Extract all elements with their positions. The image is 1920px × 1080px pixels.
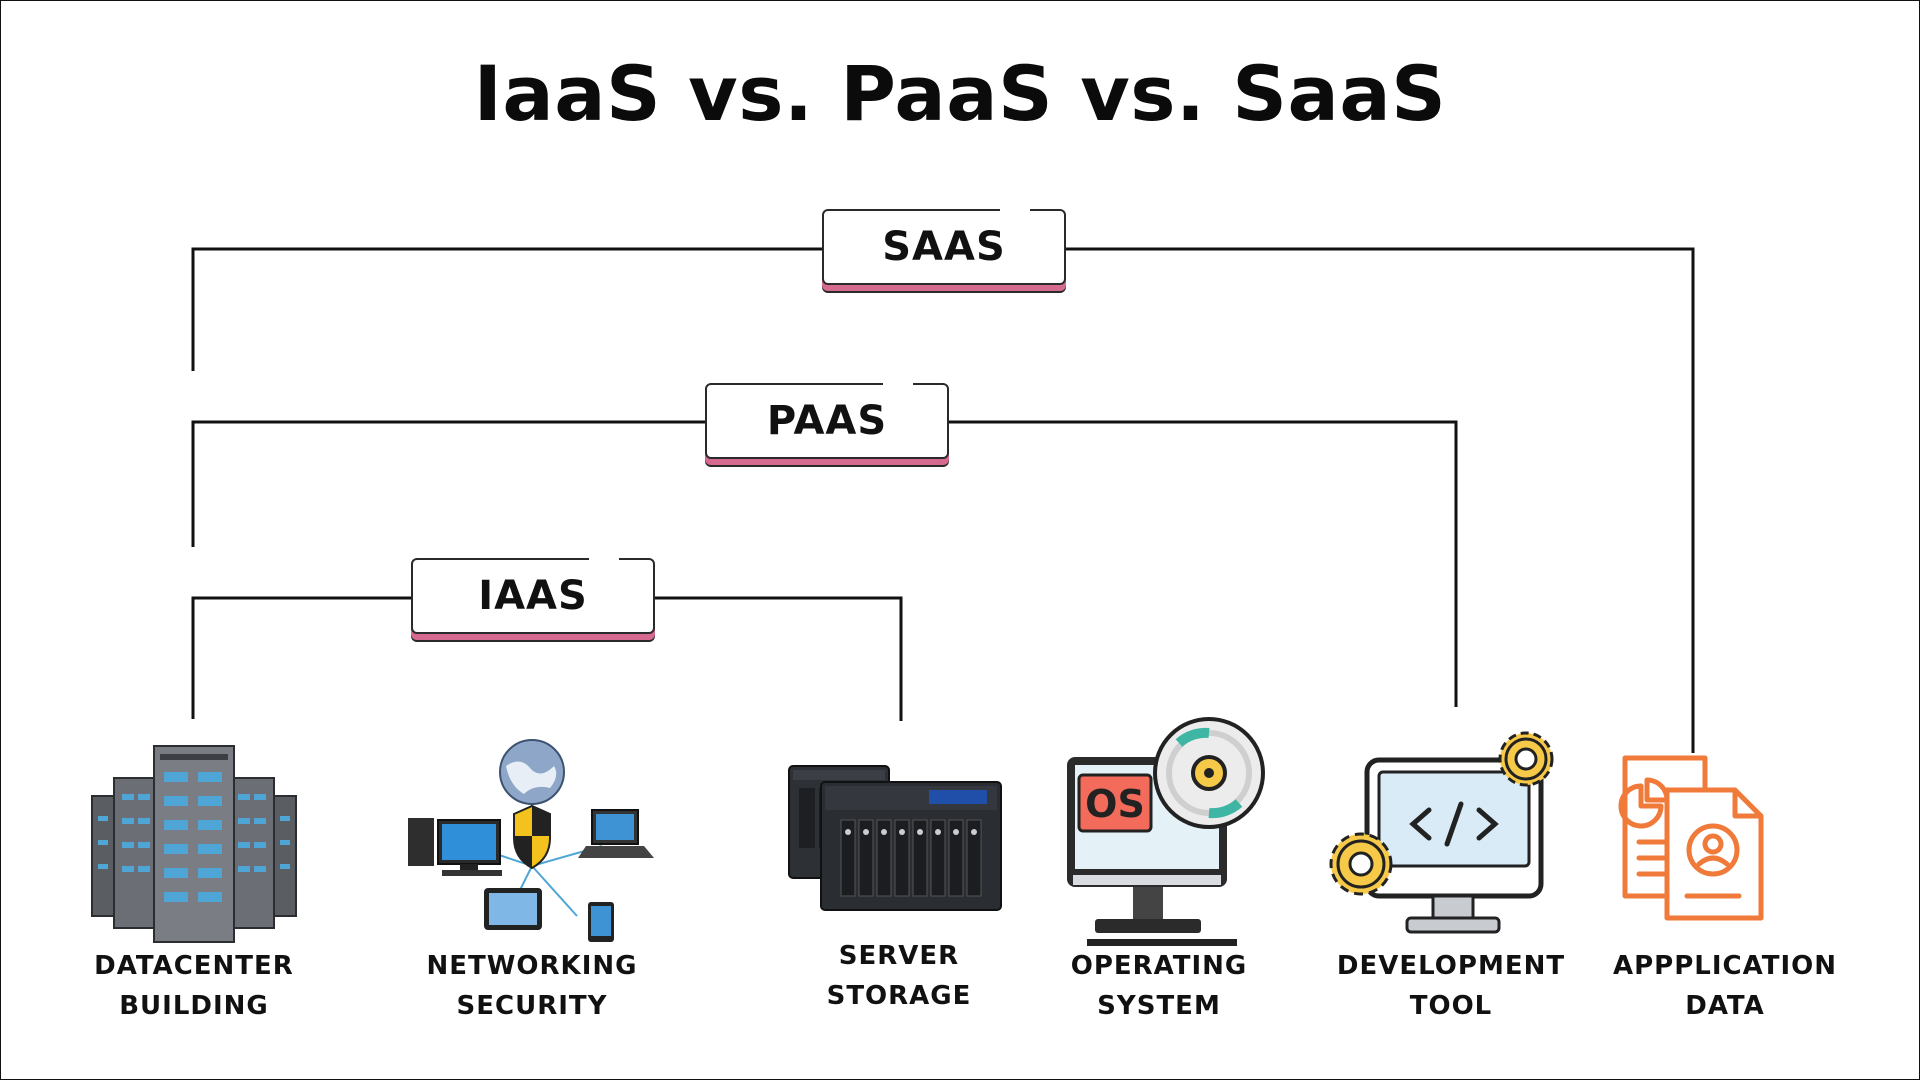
box-notch (883, 381, 913, 387)
component-caption-line1: DEVELOPMENT (1336, 951, 1566, 981)
component-caption-line2: SECURITY (456, 991, 608, 1021)
component-caption-line2: SYSTEM (1097, 991, 1221, 1021)
component-caption-line2: BUILDING (119, 991, 269, 1021)
component-caption-line1: APPPLICATION (1613, 951, 1837, 981)
component-caption-line1: DATACENTER (94, 951, 294, 981)
component-caption-line1: OPERATING (1070, 951, 1248, 981)
code-monitor-gears-icon (1329, 731, 1554, 934)
component-caption-line1: SERVER (838, 941, 960, 971)
component-application-data: APPPLICATION DATA (1595, 746, 1855, 1026)
component-caption-line1: NETWORKING (426, 951, 638, 981)
nas-storage-icon (788, 765, 1002, 911)
svg-text:OS: OS (1085, 782, 1145, 826)
paas-box: PAAS (705, 381, 949, 459)
component-caption-line2: STORAGE (826, 981, 972, 1011)
component-development-tool: DEVELOPMENT TOOL (1321, 716, 1581, 1026)
component-operating-system: OS OPERATING SYSTEM (1029, 717, 1289, 1026)
component-caption-line2: DATA (1685, 991, 1765, 1021)
iaas-label: IAAS (478, 573, 588, 619)
server-rack-icon (91, 745, 297, 943)
box-notch (1000, 207, 1030, 213)
document-profile-icon (1618, 755, 1764, 921)
paas-label: PAAS (766, 398, 888, 444)
paas-connector (191, 420, 1458, 707)
component-datacenter: DATACENTER BUILDING (64, 736, 324, 1026)
saas-label: SAAS (882, 224, 1006, 270)
component-caption-line2: TOOL (1409, 991, 1493, 1021)
box-notch (589, 556, 619, 562)
os-monitor-icon: OS (1067, 717, 1265, 946)
component-networking-security: NETWORKING SECURITY (402, 736, 662, 1026)
diagram-title: IaaS vs. PaaS vs. SaaS (473, 49, 1447, 138)
network-security-icon (408, 739, 654, 942)
saas-connector (191, 247, 1695, 753)
component-server-storage: SERVER STORAGE (769, 736, 1029, 1016)
saas-box: SAAS (822, 207, 1066, 285)
iaas-box: IAAS (411, 556, 655, 634)
